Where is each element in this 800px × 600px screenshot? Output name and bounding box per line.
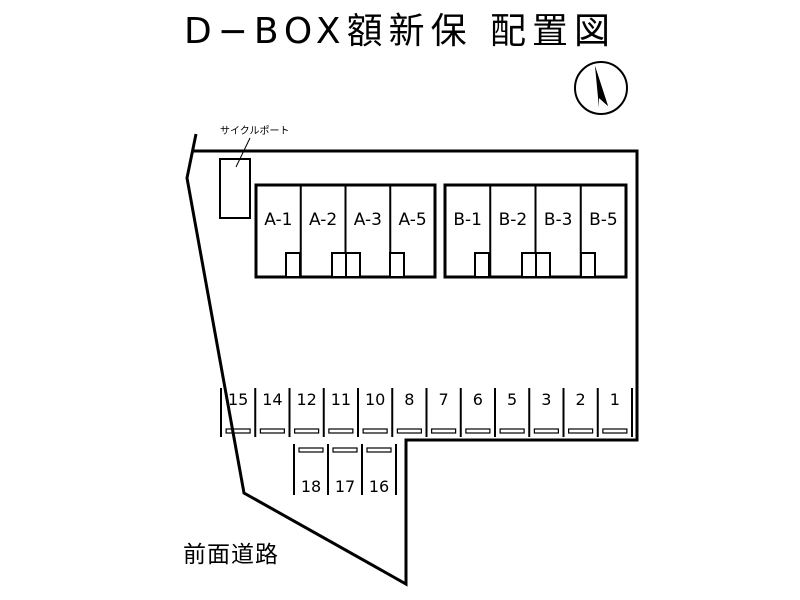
unit-entrance: [580, 252, 596, 278]
parking-space-number: 15: [228, 390, 248, 409]
parking-space-number: 11: [331, 390, 351, 409]
unit-label: A-5: [399, 210, 427, 230]
unit-entrance: [285, 252, 301, 278]
parking-space-number: 6: [473, 390, 483, 409]
unit-entrance: [535, 252, 551, 278]
unit-label: B-1: [453, 210, 482, 230]
unit-entrance: [345, 252, 361, 278]
wheel-stop: [332, 447, 358, 453]
wheel-stop: [298, 447, 324, 453]
unit-label: B-2: [499, 210, 528, 230]
bicycle-port: [219, 158, 251, 219]
parking-space-number: 14: [262, 390, 282, 409]
north-arrow-icon: [574, 61, 628, 115]
parking-space-number: 10: [365, 390, 385, 409]
page-title: D−BOX額新保 配置図: [183, 11, 617, 52]
wheel-stop: [602, 428, 628, 434]
wheel-stop: [533, 428, 559, 434]
parking-space-number: 5: [507, 390, 517, 409]
bicycle-port-label: サイクルポート: [220, 126, 290, 137]
wheel-stop: [362, 428, 388, 434]
unit-entrance: [474, 252, 490, 278]
wheel-stop: [465, 428, 491, 434]
parking-area: 15 14 12 11 10 8 7 6 5 3 2 1 18 17 16: [220, 388, 633, 496]
unit-entrance: [521, 252, 537, 278]
buildings: A-1 A-2 A-3 A-5 B-1 B-2 B-3 B-5: [254, 183, 628, 279]
parking-space-number: 12: [296, 390, 316, 409]
unit-label: A-1: [264, 210, 292, 230]
parking-space-number: 2: [576, 390, 586, 409]
wheel-stop: [259, 428, 285, 434]
front-road-label: 前面道路: [183, 542, 279, 568]
unit-label: A-3: [354, 210, 382, 230]
building-b: B-1 B-2 B-3 B-5: [443, 183, 628, 279]
parking-space-number: 1: [610, 390, 620, 409]
unit-label: A-2: [309, 210, 337, 230]
parking-row-2: 18 17 16: [293, 444, 397, 496]
wheel-stop: [396, 428, 422, 434]
parking-row-1: 15 14 12 11 10 8 7 6 5 3 2 1: [220, 388, 633, 437]
wheel-stop: [225, 428, 251, 434]
unit-label: B-5: [589, 210, 618, 230]
bicycle-port-leader: [235, 137, 251, 168]
parking-space-number: 17: [335, 477, 355, 496]
parking-space-number: 16: [369, 477, 389, 496]
wheel-stop: [328, 428, 354, 434]
parking-space-number: 18: [301, 477, 321, 496]
parking-space-number: 3: [541, 390, 551, 409]
wheel-stop: [366, 447, 392, 453]
wheel-stop: [431, 428, 457, 434]
site-boundary: [185, 133, 639, 587]
parking-space-number: 7: [439, 390, 449, 409]
unit-entrance: [389, 252, 405, 278]
unit-entrance: [331, 252, 347, 278]
wheel-stop: [294, 428, 320, 434]
parking-space-number: 8: [404, 390, 414, 409]
wheel-stop: [499, 428, 525, 434]
unit-label: B-3: [544, 210, 573, 230]
wheel-stop: [568, 428, 594, 434]
building-a: A-1 A-2 A-3 A-5: [254, 183, 437, 279]
